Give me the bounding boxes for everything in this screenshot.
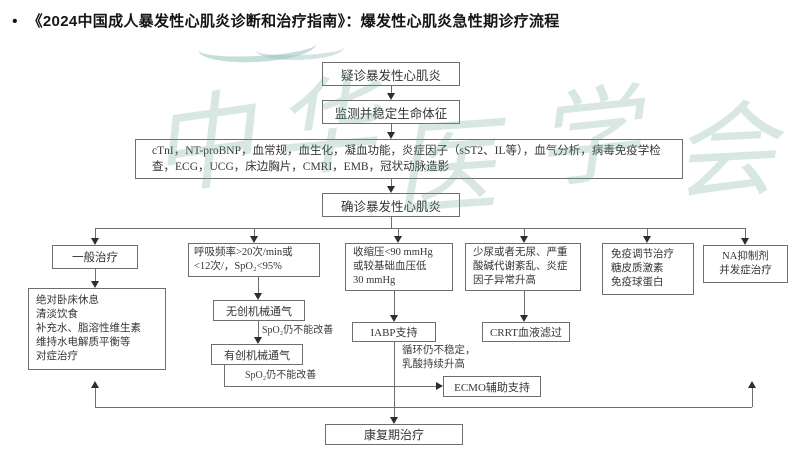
arrow-down-icon <box>91 238 99 245</box>
node-iabp-support: IABP支持 <box>352 322 436 342</box>
arrow-down-icon <box>387 186 395 193</box>
connector-line <box>258 321 259 338</box>
arrow-right-icon <box>436 382 443 390</box>
node-na-inhibitor-complications: NA抑制剂 并发症治疗 <box>703 245 788 283</box>
title-bullet: • <box>12 13 18 30</box>
node-diagnostic-tests: cTnI，NT-proBNP，血常规，血生化，凝血功能，炎症因子（sST2、IL… <box>135 139 683 179</box>
connector-line <box>95 269 96 282</box>
node-renal-criteria: 少尿或者无尿、严重 酸碱代谢紊乱、炎症 因子异常升高 <box>465 243 581 291</box>
connector-line <box>398 228 399 238</box>
page-title: 《2024中国成人暴发性心肌炎诊断和治疗指南》：爆发性心肌炎急性期诊疗流程 <box>27 13 560 30</box>
connector-line <box>752 388 753 407</box>
arrow-down-icon <box>387 93 395 100</box>
arrow-down-icon <box>390 315 398 322</box>
connector-line <box>254 228 255 238</box>
slide-title-row: • 《2024中国成人暴发性心肌炎诊断和治疗指南》：爆发性心肌炎急性期诊疗流程 <box>12 11 792 33</box>
label-spo2-no-improvement-2: SpO₂仍不能改善 <box>245 370 317 381</box>
node-respiratory-criteria: 呼吸频率>20次/min或 <12次/，SpO₂<95% <box>188 243 320 277</box>
distributor-line <box>95 228 745 229</box>
connector-line <box>524 228 525 238</box>
node-recovery-treatment: 康复期治疗 <box>325 424 463 445</box>
arrow-down-icon <box>254 293 262 300</box>
arrow-down-icon <box>91 281 99 288</box>
arrow-up-icon <box>748 381 756 388</box>
connector-line <box>647 228 648 238</box>
collector-line <box>95 407 752 408</box>
node-crrt-hemofiltration: CRRT血液滤过 <box>482 322 570 342</box>
connector-line <box>394 291 395 316</box>
connector-line <box>224 386 436 387</box>
arrow-down-icon <box>250 236 258 243</box>
node-hypotension-criteria: 收缩压<90 mmHg 或较基础血压低 30 mmHg <box>345 243 453 291</box>
connector-line <box>95 228 96 238</box>
label-spo2-no-improvement-1: SpO₂仍不能改善 <box>262 325 334 336</box>
watermark-swoosh <box>255 36 345 62</box>
arrow-down-icon <box>390 417 398 424</box>
arrow-down-icon <box>254 337 262 344</box>
connector-line <box>95 388 96 407</box>
connector-line <box>258 277 259 294</box>
arrow-up-icon <box>91 381 99 388</box>
node-general-treatment: 一般治疗 <box>52 245 138 269</box>
connector-line <box>391 217 392 228</box>
connector-line <box>224 365 225 386</box>
label-circulation-unstable: 循环仍不稳定， 乳酸持续升高 <box>402 345 476 370</box>
connector-line <box>394 342 395 417</box>
arrow-down-icon <box>387 132 395 139</box>
node-noninvasive-ventilation: 无创机械通气 <box>213 300 305 321</box>
node-confirm-fulminant-myocarditis: 确诊暴发性心肌炎 <box>322 193 460 217</box>
watermark-char: 会 <box>668 88 780 216</box>
node-invasive-ventilation: 有创机械通气 <box>211 344 303 365</box>
connector-line <box>391 86 392 94</box>
connector-line <box>391 179 392 187</box>
connector-line <box>745 228 746 238</box>
node-monitor-stabilize-vitals: 监测并稳定生命体征 <box>322 100 460 124</box>
node-immunomodulation-therapy: 免疫调节治疗 糖皮质激素 免疫球蛋白 <box>602 243 694 295</box>
arrow-down-icon <box>394 236 402 243</box>
connector-line <box>524 291 525 316</box>
node-general-treatment-detail: 绝对卧床休息 清淡饮食 补充水、脂溶性维生素 维持水电解质平衡等 对症治疗 <box>28 288 166 370</box>
node-suspect-fulminant-myocarditis: 疑诊暴发性心肌炎 <box>322 62 460 86</box>
watermark-swoosh <box>197 28 317 66</box>
arrow-down-icon <box>643 236 651 243</box>
connector-line <box>391 124 392 132</box>
arrow-down-icon <box>741 238 749 245</box>
arrow-down-icon <box>520 236 528 243</box>
arrow-down-icon <box>520 315 528 322</box>
node-ecmo-support: ECMO辅助支持 <box>443 376 541 397</box>
